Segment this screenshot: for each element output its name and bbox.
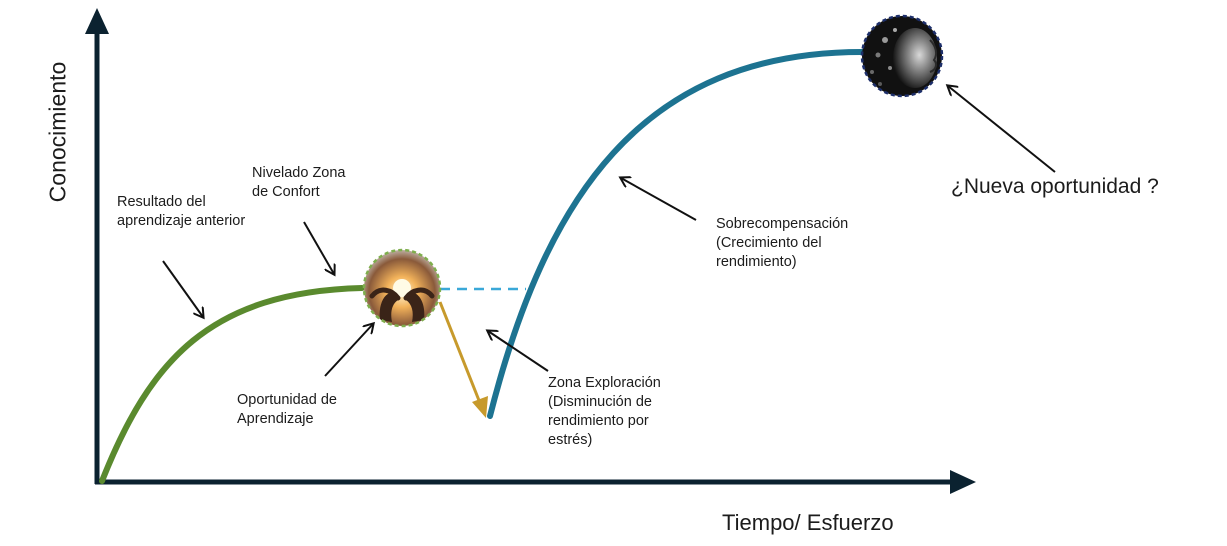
pointer-learning-opportunity (324, 324, 373, 377)
annotation-learning-opportunity: Oportunidad de Aprendizaje (237, 392, 337, 427)
pointer-new-opportunity (948, 86, 1056, 173)
green-learning-curve (99, 285, 365, 484)
y-axis-label: Conocimiento (44, 61, 71, 203)
annotation-exploration-zone: Zona Exploración (Disminución de rendimi… (548, 375, 661, 448)
x-axis-arrowhead (950, 470, 976, 494)
performance-drop-line (438, 301, 482, 404)
annotation-overcompensation: Sobrecompensación (Crecimiento del rendi… (716, 216, 849, 270)
x-axis-label: Tiempo/ Esfuerzo (722, 510, 894, 535)
pointer-exploration-zone (488, 331, 549, 372)
annotation-comfort-zone: Nivelado Zona de Confort (252, 165, 346, 200)
y-axis-arrowhead (85, 8, 109, 34)
blue-growth-curve (487, 49, 865, 419)
pointer-comfort-zone (303, 221, 334, 274)
pointer-previous-learning (162, 260, 203, 317)
hands-holding-light-icon (362, 248, 442, 328)
pointer-overcompensation (621, 178, 697, 221)
dissolving-face-icon (860, 14, 944, 98)
annotation-previous-learning: Resultado del aprendizaje anterior (117, 194, 246, 229)
performance-drop-arrowhead (472, 396, 488, 418)
annotation-new-opportunity: ¿Nueva oportunidad ? (951, 175, 1159, 198)
